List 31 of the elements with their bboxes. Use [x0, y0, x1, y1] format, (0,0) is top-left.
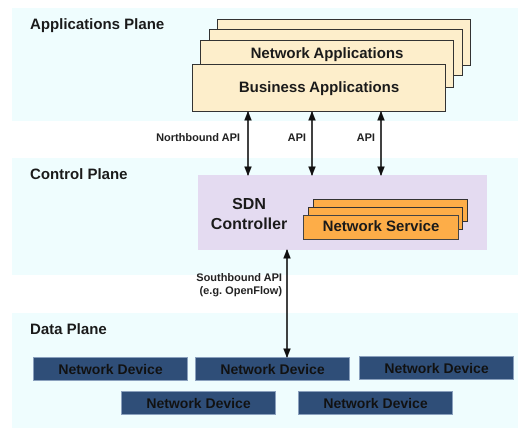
- node-label: Network Device: [57, 360, 164, 378]
- plane-band: [12, 158, 518, 275]
- plane-band: [12, 313, 518, 428]
- arrow: [244, 111, 252, 176]
- edge-label: API: [356, 132, 375, 145]
- plane-band: [12, 8, 518, 121]
- edge-label: Northbound API: [155, 132, 240, 145]
- application-card: [192, 64, 446, 112]
- node-label: Network Device: [219, 360, 326, 378]
- node-label: Business Applications: [238, 78, 400, 98]
- node-label: Control Plane: [30, 165, 128, 185]
- device-box: [359, 356, 514, 380]
- device-box: [121, 391, 276, 415]
- node-label: Network Service: [322, 217, 440, 238]
- node-label: Network Device: [383, 358, 490, 378]
- edge-label: API: [286, 132, 306, 145]
- node-label: Data Plane: [30, 320, 107, 340]
- service-card: [303, 215, 459, 240]
- node-label: Applications Plane: [30, 15, 164, 35]
- node-label: Network Device: [145, 394, 252, 412]
- node-label: Network Applications: [250, 44, 404, 64]
- edge-label: Southbound API (e.g. OpenFlow): [195, 272, 282, 298]
- node-label: Network Device: [322, 394, 429, 412]
- node-label: SDN Controller: [210, 195, 288, 235]
- arrow: [283, 249, 291, 358]
- arrow: [308, 111, 316, 176]
- device-box: [195, 357, 350, 381]
- controller-box: [198, 175, 487, 250]
- device-box: [33, 357, 188, 381]
- arrow: [377, 111, 385, 176]
- device-box: [298, 391, 453, 415]
